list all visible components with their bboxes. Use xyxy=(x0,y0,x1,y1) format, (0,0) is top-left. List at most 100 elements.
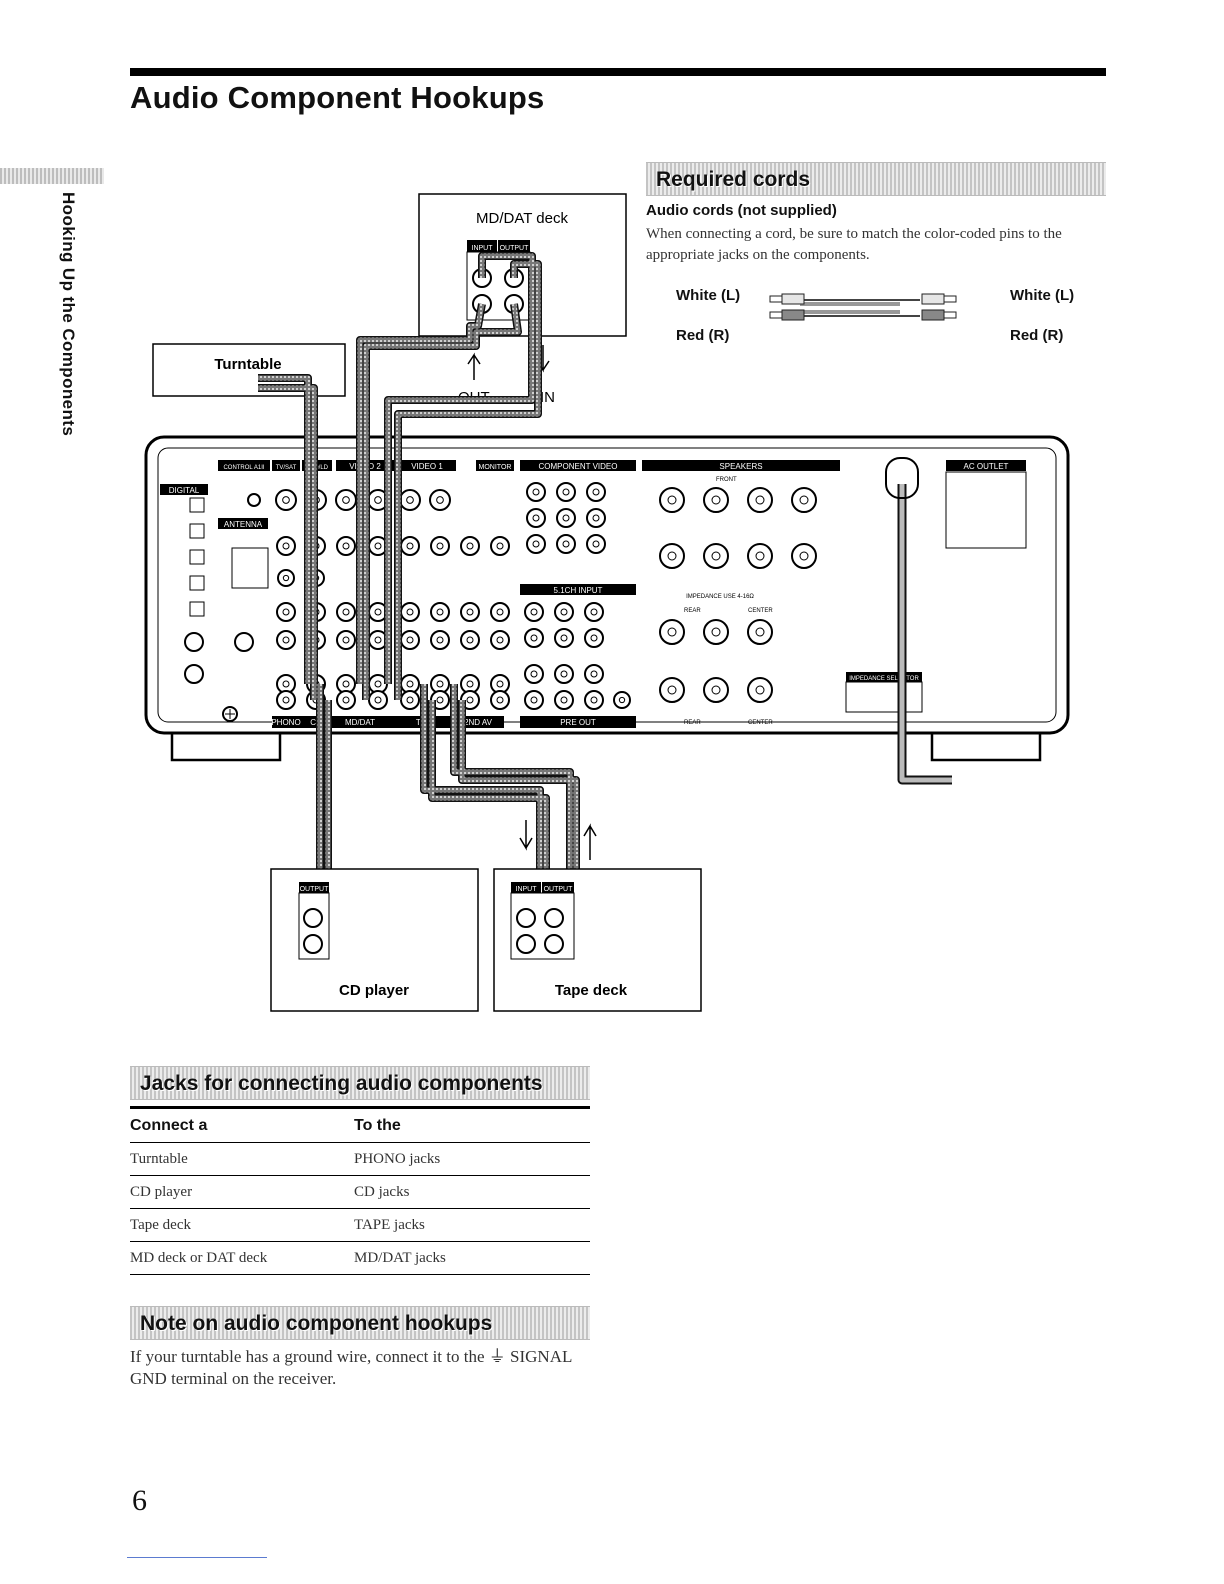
panel-center-label: CENTER xyxy=(748,608,773,614)
cord-red-right-label: Red (R) xyxy=(1010,327,1064,344)
panel-jack xyxy=(554,628,574,648)
panel-jack-center xyxy=(560,670,568,678)
panel-jack-center xyxy=(496,680,504,688)
panel-jack xyxy=(336,690,356,710)
panel-jack-center xyxy=(406,680,414,688)
panel-jack-center xyxy=(282,680,290,688)
panel-jack xyxy=(275,489,297,511)
panel-jack xyxy=(584,628,604,648)
panel-jack-center xyxy=(342,496,350,504)
panel-jack xyxy=(336,602,356,622)
cord-white-right-label: White (L) xyxy=(1010,287,1075,304)
panel-antenna-label: ANTENNA xyxy=(224,520,263,529)
panel-jack-center xyxy=(466,542,474,550)
panel-jack-center xyxy=(711,551,721,561)
panel-jack-center xyxy=(374,636,382,644)
panel-control-label: CONTROL A1II xyxy=(223,465,264,471)
panel-jack-center xyxy=(282,574,290,582)
panel-jack-center xyxy=(406,496,414,504)
panel-speakers-label: SPEAKERS xyxy=(719,462,762,471)
panel-jack-center xyxy=(374,696,382,704)
panel-jack-center xyxy=(667,685,677,695)
panel-jack xyxy=(276,690,296,710)
panel-jack xyxy=(526,508,546,528)
panel-jack xyxy=(368,690,388,710)
panel-phono-label: PHONO xyxy=(271,718,300,727)
panel-rear-bottom-label: REAR xyxy=(684,720,701,726)
panel-jack xyxy=(526,482,546,502)
table-row: Turntable PHONO jacks xyxy=(130,1142,590,1176)
panel-jack-center xyxy=(342,696,350,704)
panel-jack-center xyxy=(530,608,538,616)
panel-jack-center xyxy=(374,608,382,616)
panel-jack-center xyxy=(436,608,444,616)
md-input-label: INPUT xyxy=(472,245,494,252)
panel-jack-center xyxy=(592,540,600,548)
panel-jack xyxy=(430,536,450,556)
panel-jack xyxy=(584,690,604,710)
panel-jack xyxy=(276,536,296,556)
panel-jack xyxy=(460,536,480,556)
panel-jack-center xyxy=(562,540,570,548)
panel-mddat-label: MD/DAT xyxy=(345,718,375,727)
panel-jack-center xyxy=(799,495,809,505)
panel-jack xyxy=(460,630,480,650)
md-output-label: OUTPUT xyxy=(500,245,530,252)
cd-player-label: CD player xyxy=(339,982,409,999)
panel-jack-center xyxy=(799,551,809,561)
panel-jack-center xyxy=(374,542,382,550)
table-cell: MD/DAT jacks xyxy=(354,1241,590,1275)
tape-out-arrow-icon xyxy=(583,823,597,860)
panel-impedance-use-label: IMPEDANCE USE 4-16Ω xyxy=(686,594,754,600)
tape-input-label: INPUT xyxy=(516,886,538,893)
panel-jack-center xyxy=(466,696,474,704)
panel-jack-center xyxy=(436,542,444,550)
panel-jack-center xyxy=(560,696,568,704)
panel-jack-center xyxy=(755,685,765,695)
panel-jack-center xyxy=(562,488,570,496)
column-header-connect: Connect a xyxy=(130,1106,354,1143)
panel-jack xyxy=(524,690,544,710)
out-arrow-icon xyxy=(467,352,481,380)
tape-deck-box: INPUT OUTPUT Tape deck xyxy=(493,868,702,1012)
panel-jack xyxy=(791,543,817,569)
panel-jack xyxy=(554,690,574,710)
panel-jack xyxy=(556,534,576,554)
panel-jack xyxy=(490,690,510,710)
panel-jack xyxy=(703,677,729,703)
table-row: Tape deck TAPE jacks xyxy=(130,1208,590,1242)
hookup-diagram: MD/DAT deck INPUT OUTPUT Turntable OUT I… xyxy=(144,193,1070,1012)
panel-component-video-label: COMPONENT VIDEO xyxy=(539,462,618,471)
table-cell: CD jacks xyxy=(354,1175,590,1209)
panel-jack xyxy=(524,664,544,684)
panel-jack xyxy=(490,536,510,556)
side-tab-marker xyxy=(0,168,104,184)
tape-output-label: OUTPUT xyxy=(544,886,574,893)
page-number: 6 xyxy=(132,1484,147,1517)
in-label: IN xyxy=(540,389,555,406)
panel-jack xyxy=(584,664,604,684)
panel-jack-center xyxy=(282,608,290,616)
table-cell: Tape deck xyxy=(130,1208,354,1242)
panel-jack-center xyxy=(755,551,765,561)
table-cell: TAPE jacks xyxy=(354,1208,590,1242)
receiver-rear-panel: DIGITAL ANTENNA CONTROL A1II TV/SAT DVD/… xyxy=(144,435,1070,762)
panel-jack-center xyxy=(590,608,598,616)
table-cell: PHONO jacks xyxy=(354,1142,590,1176)
panel-51ch-input-label: 5.1CH INPUT xyxy=(554,586,603,595)
table-cell: MD deck or DAT deck xyxy=(130,1241,354,1275)
panel-jack-center xyxy=(560,634,568,642)
md-dat-deck-label: MD/DAT deck xyxy=(476,210,568,227)
page-title: Audio Component Hookups xyxy=(130,80,545,115)
panel-jack xyxy=(586,534,606,554)
panel-jack-center xyxy=(532,540,540,548)
table-row: MD deck or DAT deck MD/DAT jacks xyxy=(130,1241,590,1275)
table-row: CD player CD jacks xyxy=(130,1175,590,1209)
panel-jack-center xyxy=(496,696,504,704)
footer-rule xyxy=(127,1557,267,1558)
panel-ac-outlet-label: AC OUTLET xyxy=(964,462,1009,471)
panel-jack xyxy=(659,677,685,703)
panel-jack-center xyxy=(667,495,677,505)
panel-center-bottom-label: CENTER xyxy=(748,720,773,726)
panel-jack-center xyxy=(496,636,504,644)
